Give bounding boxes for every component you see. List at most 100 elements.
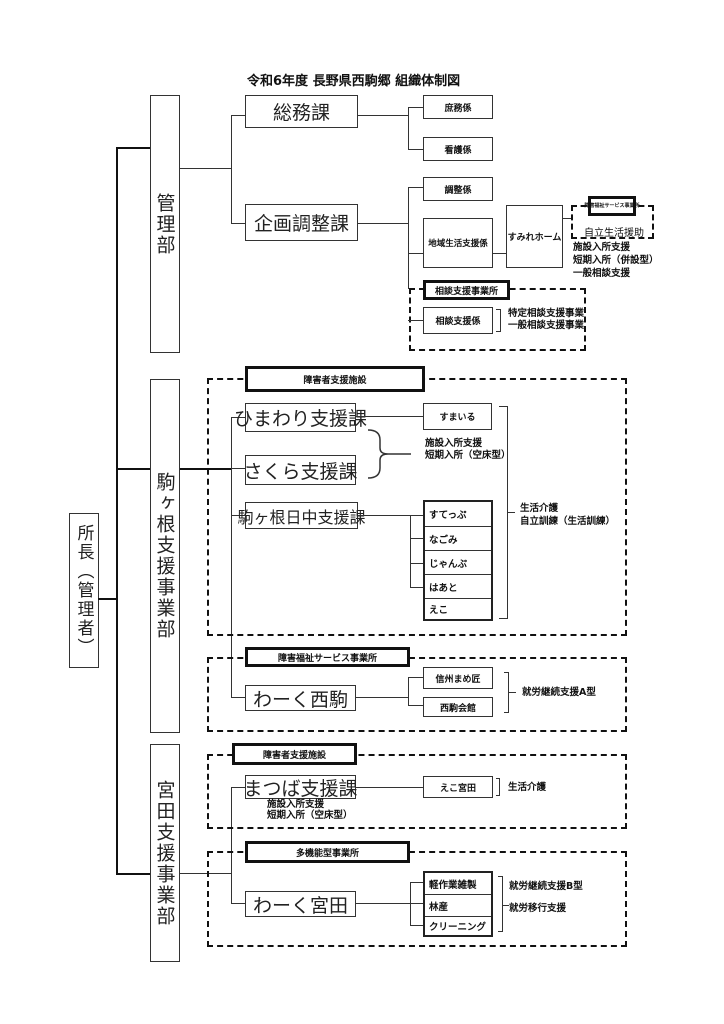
unit-shomu: 庶務係 — [423, 95, 493, 119]
bracket — [496, 778, 500, 796]
dept-kanri: 管理部 — [150, 95, 180, 353]
miyada-multi-group — [207, 851, 627, 947]
unit-sumairu: すまいる — [423, 403, 492, 430]
unit-step: すてっぷ — [425, 502, 491, 527]
connector — [231, 417, 246, 418]
bracket — [496, 309, 501, 332]
connector — [116, 147, 151, 149]
connector — [231, 515, 246, 516]
work-miyada-note: 就労移行支援 — [509, 903, 567, 914]
connector — [408, 149, 424, 150]
connector — [231, 903, 246, 904]
komagane-facility-label: 障害者支援施設 — [245, 366, 425, 392]
section-himawari: ひまわり支援課 — [234, 403, 367, 432]
unit-eco: えこ — [429, 605, 449, 616]
sumire-home: すみれホーム — [506, 205, 563, 268]
connector — [356, 697, 409, 698]
miyada-facility-label: 障害者支援施設 — [232, 743, 357, 765]
himawari-sakura-note: 短期入所（空床型） — [425, 450, 511, 461]
connector — [231, 787, 246, 788]
dept-miyada: 宮田支援事業部 — [150, 744, 180, 962]
himawari-sakura-note: 施設入所支援 — [425, 438, 483, 449]
connector — [493, 253, 507, 254]
connector — [180, 468, 232, 470]
connector — [408, 187, 424, 188]
connector — [358, 515, 424, 516]
unit-keisagyo: 軽作業雑製 — [425, 873, 491, 895]
curly-brace — [367, 429, 411, 479]
connector — [408, 253, 424, 254]
connector — [231, 697, 246, 698]
unit-nagomi: なごみ — [425, 527, 491, 551]
connector — [410, 882, 411, 926]
connector — [358, 115, 409, 116]
soudan-note: 特定相談支援事業 — [508, 308, 585, 319]
director-box: 所長（管理者） — [69, 513, 99, 668]
sumire-note: 施設入所支援 — [573, 242, 631, 253]
unit-eco-miyada: えこ宮田 — [423, 776, 493, 798]
work-miyada-note: 就労継続支援B型 — [509, 881, 583, 892]
section-kikaku: 企画調整課 — [245, 204, 358, 241]
connector — [356, 903, 424, 904]
chart-title: 令和6年度 長野県西駒郷 組織体制図 — [247, 74, 461, 89]
connector — [231, 468, 246, 469]
soudan-office: 相談支援事業所 — [423, 280, 510, 300]
section-work-miyada: わーく宮田 — [245, 891, 356, 917]
sumire-note: 一般相談支援 — [573, 268, 631, 279]
connector — [408, 320, 424, 321]
connector — [563, 218, 572, 219]
unit-soudan: 相談支援係 — [423, 307, 493, 334]
connector — [408, 107, 409, 150]
connector — [356, 416, 424, 417]
matsuba-note: 施設入所支援 — [267, 799, 325, 810]
dept-komagane-label: 駒ヶ根支援事業部 — [153, 472, 176, 640]
director-label: 所長（管理者） — [73, 524, 94, 657]
connector — [180, 168, 232, 169]
connector — [508, 692, 516, 693]
nicchu-units: すてっぷ なごみ じゃんぷ はあと えこ — [423, 500, 493, 621]
unit-chousei: 調整係 — [423, 177, 493, 201]
connector — [410, 515, 411, 588]
miyada-multi-label: 多機能型事業所 — [245, 841, 410, 863]
unit-rinsan: 林産 — [425, 895, 491, 917]
connector — [231, 115, 246, 116]
unit-chiiki: 地域生活支援係 — [423, 218, 493, 268]
connector — [410, 587, 424, 588]
section-soumu: 総務課 — [245, 95, 358, 128]
connector — [408, 677, 409, 706]
connector — [116, 873, 151, 875]
connector — [410, 925, 424, 926]
connector — [408, 107, 424, 108]
connector — [410, 563, 424, 564]
miyada-facility-group — [207, 754, 627, 829]
connector — [231, 417, 232, 698]
connector — [502, 905, 509, 906]
section-nicchu: 駒ヶ根日中支援課 — [238, 502, 366, 529]
soudan-note: 一般相談支援事業 — [508, 320, 585, 331]
connector — [180, 873, 232, 874]
bracket — [498, 876, 503, 932]
matsuba-unit-note: 生活介護 — [508, 782, 547, 793]
connector — [116, 468, 151, 470]
day-note: 生活介護 — [520, 503, 559, 514]
work-nishikoma-note: 就労継続支援A型 — [522, 687, 596, 698]
day-note: 自立訓練（生活訓練） — [520, 516, 616, 527]
connector — [231, 787, 232, 904]
dept-miyada-label: 宮田支援事業部 — [153, 779, 176, 927]
unit-kango: 看護係 — [423, 137, 493, 161]
unit-jump: じゃんぷ — [425, 551, 491, 575]
sumire-note: 短期入所（併設型） — [573, 255, 659, 266]
connector — [507, 512, 515, 513]
connector — [356, 787, 424, 788]
matsuba-note: 短期入所（空床型） — [267, 810, 353, 821]
dept-komagane: 駒ヶ根支援事業部 — [150, 379, 180, 733]
connector — [410, 538, 424, 539]
unit-nishikoma-kaikan: 西駒会館 — [423, 697, 493, 717]
connector — [358, 223, 409, 224]
connector — [408, 187, 409, 289]
connector — [231, 223, 246, 224]
service-office-small: 障害福祉サービス事業所 — [585, 196, 640, 216]
connector — [408, 677, 424, 678]
main-spine — [116, 147, 118, 874]
connector — [408, 705, 424, 706]
